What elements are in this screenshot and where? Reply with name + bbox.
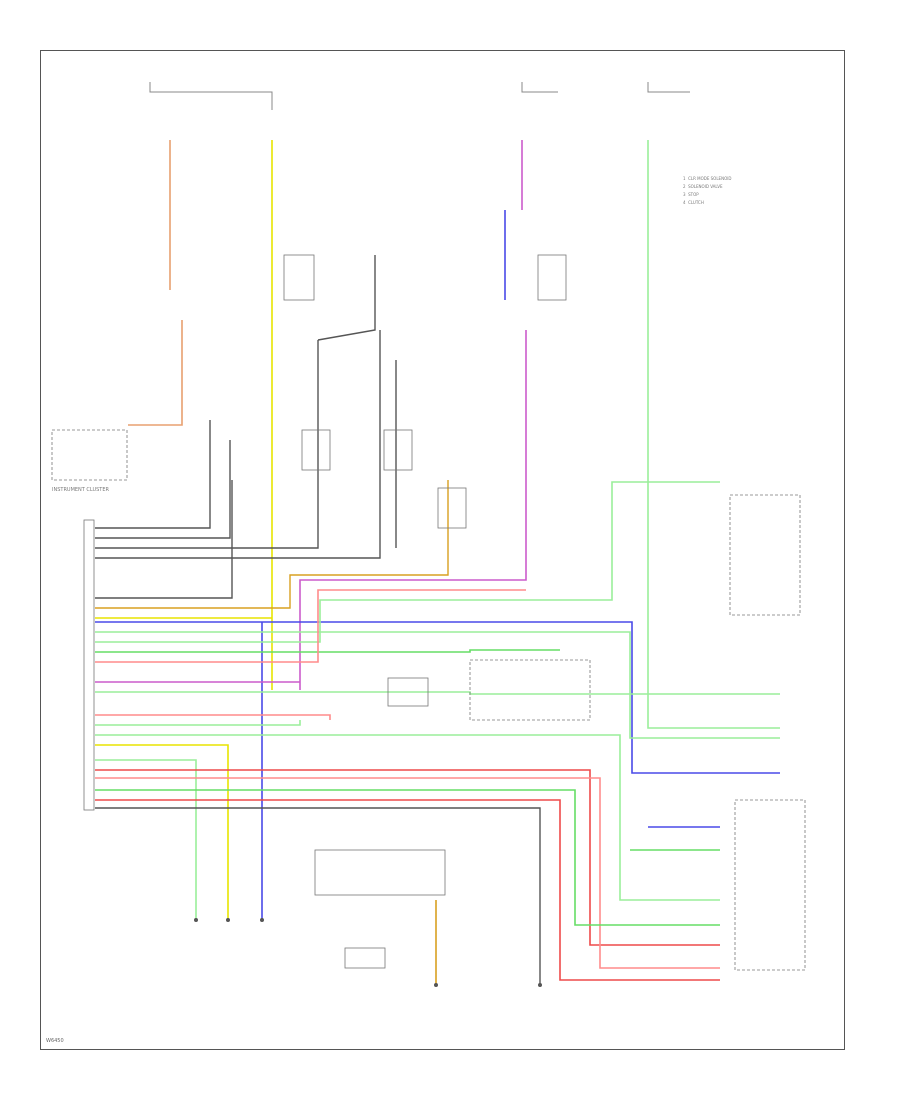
diagram-code: W6450	[46, 1038, 64, 1044]
fuse-bus-mid	[521, 82, 558, 93]
ground-4	[434, 983, 438, 987]
ground-1	[194, 918, 198, 922]
relay-box-2	[301, 429, 331, 471]
feed-orange-lower	[128, 320, 183, 426]
red-h3	[95, 799, 720, 981]
gray-1	[95, 420, 211, 529]
cruise-relay-box	[283, 254, 315, 301]
green-h8	[95, 789, 720, 926]
fuse-bus-right	[647, 82, 690, 93]
legend-item-4: 4 CLUTCH	[683, 200, 704, 205]
instrument-cluster-box	[51, 429, 128, 481]
ground-3	[260, 918, 264, 922]
legend-item-3: 3 STOP	[683, 192, 699, 197]
relay-box-right	[537, 254, 567, 301]
ground-5	[538, 983, 542, 987]
green-h4	[95, 691, 780, 695]
diagram-border	[40, 50, 845, 1050]
red-h1	[95, 714, 331, 720]
yellow-dark-1	[95, 480, 449, 609]
green-h1	[95, 631, 780, 739]
pink-h1	[95, 589, 526, 663]
feed-green-right	[647, 140, 780, 729]
ecm-box	[469, 659, 591, 721]
control-unit-box	[734, 799, 806, 971]
blue-h	[95, 621, 780, 774]
speed-sensor-box	[314, 849, 446, 896]
gray-h9	[95, 807, 541, 985]
relay-box-3	[383, 429, 413, 471]
gray-3	[95, 340, 319, 549]
cruise-main-switch-box	[729, 494, 801, 616]
legend-item-1: 1 CLR MODE SOLENOID	[683, 176, 732, 181]
relay-box-4	[437, 487, 467, 529]
green-h2	[95, 481, 720, 643]
red-h2	[95, 769, 720, 946]
green-h3	[95, 649, 560, 653]
gray-6	[317, 255, 376, 341]
gray-5	[95, 480, 233, 599]
sensor-box	[387, 677, 429, 707]
green-h7	[95, 759, 197, 920]
ground-2	[226, 918, 230, 922]
green-h6	[95, 734, 720, 901]
pink-h3	[95, 777, 720, 969]
vss-connector	[344, 947, 386, 969]
gray-2	[95, 440, 231, 539]
yellow-h2	[95, 744, 229, 920]
green-h5	[95, 720, 301, 726]
gray-4	[95, 330, 381, 559]
feed-violet-lower	[299, 330, 527, 690]
legend-item-2: 2 SOLENOID VALVE	[683, 184, 723, 189]
instrument-cluster-label: INSTRUMENT CLUSTER	[52, 487, 109, 493]
left-connector-box	[83, 519, 95, 811]
fuse-bus-left	[149, 82, 273, 110]
